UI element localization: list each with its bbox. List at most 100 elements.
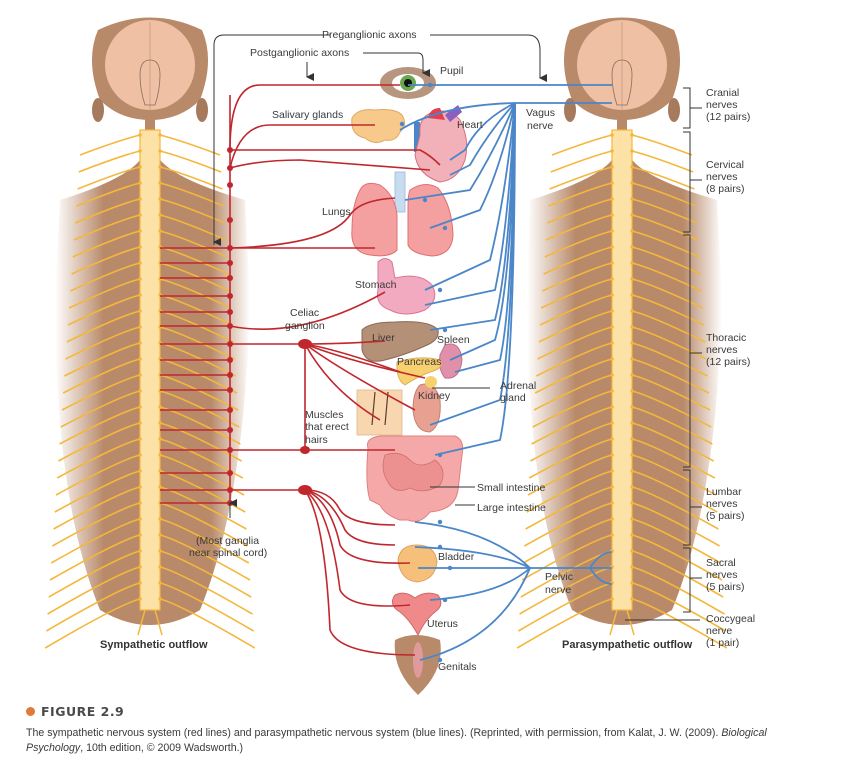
spinal-nerve-left xyxy=(525,486,613,530)
spinal-nerve-right xyxy=(159,326,235,360)
spinal-ganglion-dot xyxy=(610,517,614,521)
right-spinal-cord xyxy=(611,129,633,611)
label-ganglia-2: near spinal cord) xyxy=(189,547,267,559)
spinal-ganglion-dot xyxy=(610,293,614,297)
spinal-nerve-left xyxy=(551,134,613,156)
spinal-nerve-right xyxy=(631,278,704,309)
spinal-ganglion-dot xyxy=(138,405,142,409)
spinal-ganglion-dot xyxy=(630,165,634,169)
label-uterus: Uterus xyxy=(427,618,458,630)
spinal-nerve-right xyxy=(159,486,247,530)
spinal-ganglion-dot xyxy=(630,325,634,329)
spinal-ganglion-dot xyxy=(630,501,634,505)
spinal-nerve-left xyxy=(71,246,141,275)
figure-caption: FIGURE 2.9 The sympathetic nervous syste… xyxy=(26,704,826,756)
spinal-ganglion-dot xyxy=(630,597,634,601)
spinal-ganglion-dot xyxy=(630,245,634,249)
spinal-ganglion-dot xyxy=(630,421,634,425)
label-vagus-1: Vagus xyxy=(526,107,555,119)
spinal-nerve-right xyxy=(631,198,698,224)
spinal-ganglion-dot xyxy=(630,437,634,441)
spinal-nerve-right xyxy=(159,262,230,292)
spinal-region-label-sacral: (5 pairs) xyxy=(706,581,745,593)
label-liver: Liver xyxy=(372,332,395,344)
spinal-region-label-cranial: nerves xyxy=(706,99,738,111)
spinal-nerve-right xyxy=(631,534,723,581)
spinal-ganglion-dot xyxy=(630,197,634,201)
spinal-nerve-right xyxy=(631,166,695,190)
spinal-nerve-right xyxy=(631,246,701,275)
spinal-ganglion-dot xyxy=(158,229,162,233)
spinal-nerve-right xyxy=(631,358,710,394)
spinal-ganglion-dot xyxy=(610,485,614,489)
spinal-ganglion-dot xyxy=(138,277,142,281)
label-muscles-3: hairs xyxy=(305,434,328,446)
vagus-branch xyxy=(404,102,516,201)
chain-ganglion xyxy=(227,147,233,153)
spinal-nerve-left xyxy=(59,406,141,445)
caption-text: The sympathetic nervous system (red line… xyxy=(26,726,826,756)
chain-ganglion xyxy=(227,217,233,223)
spinal-nerve-right xyxy=(159,550,252,598)
spinal-nerve-left xyxy=(65,326,141,360)
pancreas xyxy=(396,357,442,386)
vagus-branch xyxy=(449,102,516,161)
postganglionic-fiber xyxy=(304,489,411,607)
spinal-ganglion-dot xyxy=(158,421,162,425)
spinal-nerve-left xyxy=(542,262,613,292)
spinal-nerve-right xyxy=(631,406,713,445)
vagus-branch xyxy=(429,102,516,229)
spinal-ganglion-dot xyxy=(630,357,634,361)
spinal-ganglion-dot xyxy=(158,165,162,169)
spinal-nerve-right xyxy=(631,582,727,632)
right-body-back xyxy=(516,17,728,649)
spinal-ganglion-dot xyxy=(138,213,142,217)
spinal-ganglion-dot xyxy=(158,181,162,185)
liver xyxy=(361,321,439,362)
spinal-ganglion-dot xyxy=(610,181,614,185)
spinal-region-label-cranial: Cranial xyxy=(706,87,739,99)
label-ganglia-1: (Most ganglia xyxy=(196,535,259,547)
label-postganglionic: Postganglionic axons xyxy=(250,47,349,59)
spinal-nerve-left xyxy=(527,454,613,496)
spinal-nerve-right xyxy=(631,342,708,377)
eye xyxy=(380,67,436,99)
terminal-ganglion xyxy=(399,121,405,127)
spinal-nerve-right xyxy=(631,486,719,530)
spinal-ganglion-dot xyxy=(630,181,634,185)
figure-heading: FIGURE 2.9 xyxy=(26,704,826,719)
spinal-nerve-left xyxy=(55,454,141,496)
spinal-nerve-right xyxy=(631,134,693,156)
caption-text-part1: The sympathetic nervous system (red line… xyxy=(26,727,722,739)
spinal-nerve-right xyxy=(631,438,716,479)
label-pupil: Pupil xyxy=(440,65,463,77)
bladder xyxy=(397,544,438,583)
spinal-ganglion-dot xyxy=(138,197,142,201)
spinal-ganglion-dot xyxy=(138,133,142,137)
spinal-ganglion-dot xyxy=(630,453,634,457)
spinal-nerve-left xyxy=(61,374,141,411)
chain-ganglion xyxy=(227,182,233,188)
spinal-ganglion-dot xyxy=(158,213,162,217)
spinal-nerve-right xyxy=(631,182,696,207)
spinal-ganglion-dot xyxy=(610,213,614,217)
spinal-nerve-left xyxy=(536,342,613,377)
label-bladder: Bladder xyxy=(438,551,475,563)
spinal-ganglion-dot xyxy=(610,261,614,265)
spinal-nerve-right xyxy=(159,534,251,581)
stomach xyxy=(377,258,436,315)
spinal-ganglion-dot xyxy=(610,197,614,201)
spinal-nerve-right xyxy=(159,518,250,564)
spinal-nerve-left xyxy=(74,198,141,224)
spinal-ganglion-dot xyxy=(158,405,162,409)
spinal-nerve-left xyxy=(531,406,613,445)
prevertebral-ganglion xyxy=(298,339,312,349)
postganglionic-fiber xyxy=(304,489,411,564)
spinal-ganglion-dot xyxy=(138,581,142,585)
label-heart: Heart xyxy=(457,119,483,131)
spinal-ganglion-dot xyxy=(630,469,634,473)
postganglionic-fiber xyxy=(304,489,396,546)
spinal-ganglion-dot xyxy=(630,293,634,297)
chain-ganglion xyxy=(227,323,233,329)
label-celiac-1: Celiac xyxy=(290,307,319,319)
